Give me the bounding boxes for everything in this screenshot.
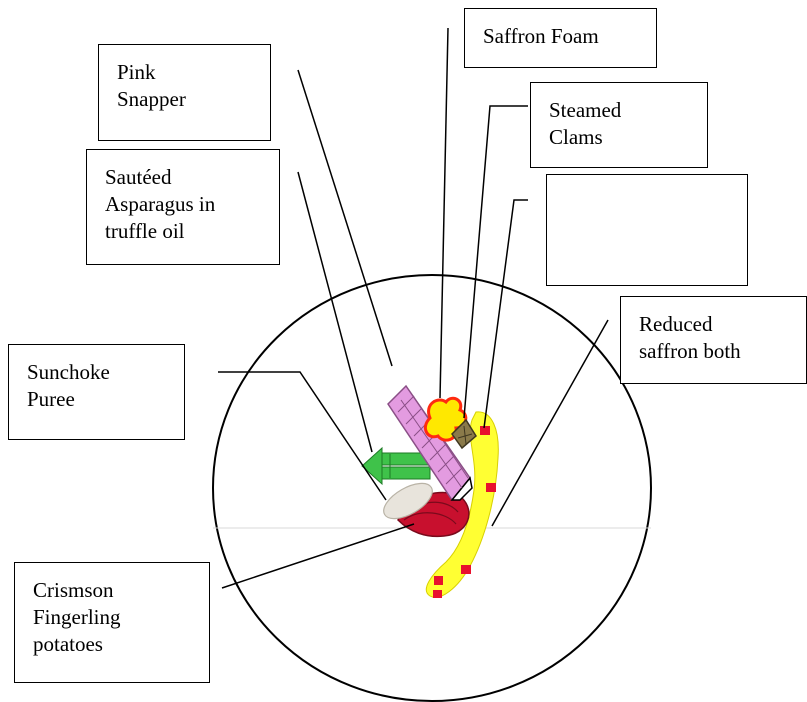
- label-reduced-saffron: Reduced saffron both: [620, 296, 807, 384]
- label-crimson-potatoes: Crismson Fingerling potatoes: [14, 562, 210, 683]
- label-sunchoke-puree: Sunchoke Puree: [8, 344, 185, 440]
- label-pink-snapper: Pink Snapper: [98, 44, 271, 141]
- label-steamed-clams: Steamed Clams: [530, 82, 708, 168]
- label-saffron-foam: Saffron Foam: [464, 8, 657, 68]
- label-blank: [546, 174, 748, 286]
- label-sauteed-asparagus: Sautéed Asparagus in truffle oil: [86, 149, 280, 265]
